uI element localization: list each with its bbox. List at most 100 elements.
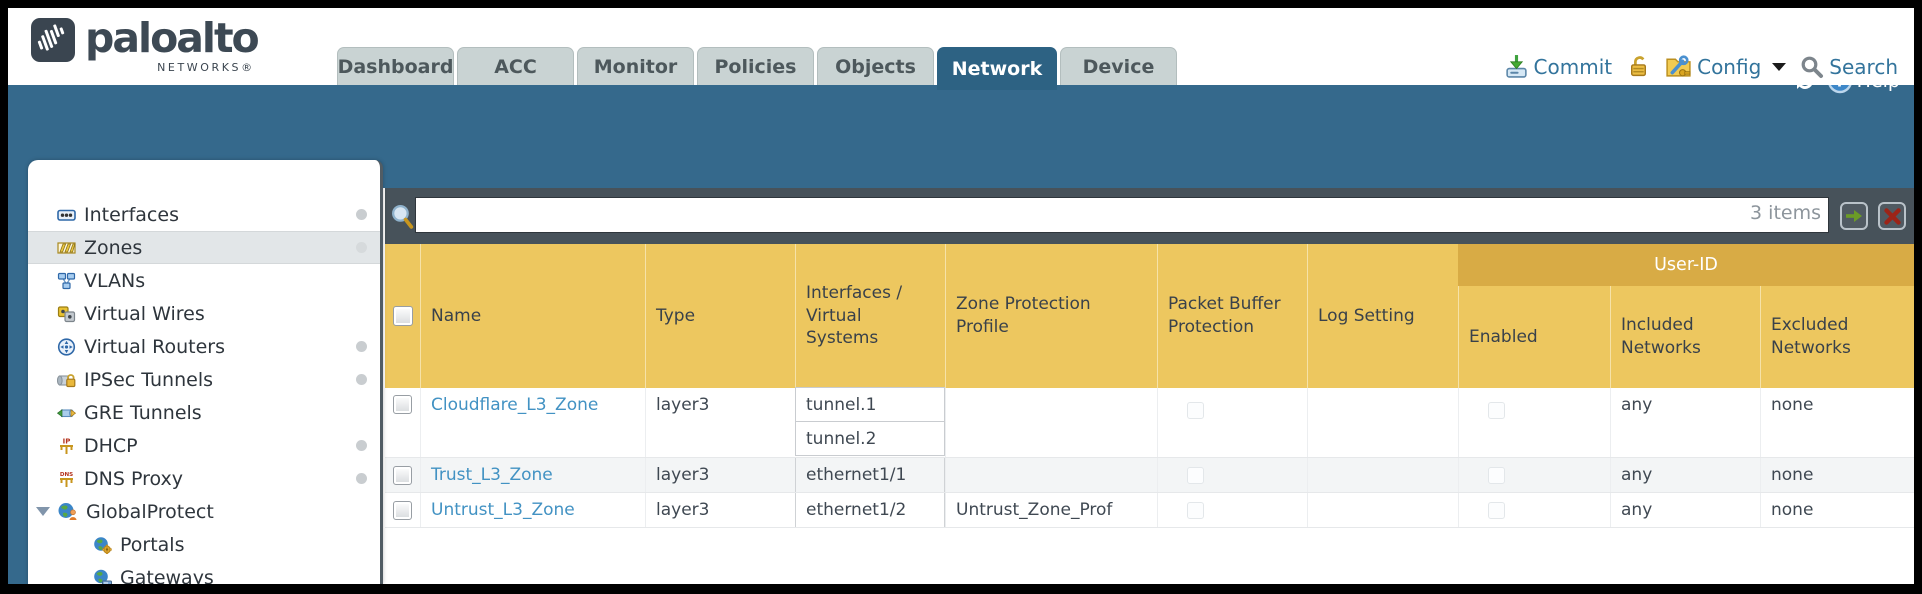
zone-protection-profile-cell [945,458,1157,492]
column-header-type[interactable]: Type [645,244,795,388]
filter-bar: 3 items [385,188,1914,244]
excluded-networks-cell: none [1760,388,1914,457]
sidebar-item-virtual-routers[interactable]: Virtual Routers [28,330,380,363]
column-header-enabled[interactable]: Enabled [1458,286,1610,388]
packet-buffer-checkbox[interactable] [1187,501,1204,519]
row-select-cell [385,493,420,527]
included-networks-cell: any [1610,458,1760,492]
status-dot [356,440,367,451]
sidebar-item-label: VLANs [84,269,146,292]
table-row: Cloudflare_L3_Zone layer3 tunnel.1 tunne… [385,387,1914,458]
red-x-icon [1883,207,1901,225]
logo-text: paloalto NETWORKS® [85,16,260,75]
sidebar-item-label: Virtual Routers [84,335,225,358]
config-icon [1666,55,1691,77]
packet-buffer-protection-cell [1157,388,1307,457]
brand-subtitle: NETWORKS® [157,61,255,75]
virtual-wires-icon [57,305,76,322]
filter-input[interactable] [415,197,1829,233]
column-header-packet-buffer-protection[interactable]: Packet Buffer Protection [1157,244,1307,388]
sidebar-item-label: Gateways [120,566,214,585]
packet-buffer-protection-cell [1157,493,1307,527]
collapse-arrow-icon[interactable] [36,507,50,516]
zone-type-cell: layer3 [645,493,795,527]
sidebar-item-ipsec-tunnels[interactable]: IPSec Tunnels [28,363,380,396]
column-header-interfaces[interactable]: Interfaces / Virtual Systems [795,244,945,388]
tab-monitor[interactable]: Monitor [577,47,694,85]
sidebar-item-label: Zones [84,236,143,259]
enabled-checkbox[interactable] [1488,402,1505,419]
sidebar-item-portals[interactable]: Portals [28,528,380,561]
tab-device[interactable]: Device [1060,47,1177,85]
row-checkbox[interactable] [393,500,412,520]
column-header-zone-protection-profile[interactable]: Zone Protection Profile [945,244,1157,388]
packet-buffer-protection-cell [1157,458,1307,492]
select-all-checkbox[interactable] [392,306,413,326]
column-header-log-setting[interactable]: Log Setting [1307,244,1458,388]
sidebar-item-gateways[interactable]: Gateways [28,561,380,584]
interfaces-cell: ethernet1/1 [795,458,945,492]
gateways-icon [94,569,112,584]
svg-text:IP: IP [63,437,71,445]
teal-left-strip [8,85,28,584]
sidebar-item-zones[interactable]: Zones [28,231,380,264]
column-header-name[interactable]: Name [420,244,645,388]
interfaces-cell: tunnel.1 tunnel.2 [795,387,945,456]
included-networks-cell: any [1610,493,1760,527]
filter-search-icon[interactable] [390,203,415,230]
zone-name-link[interactable]: Cloudflare_L3_Zone [431,395,599,415]
column-header-included-networks[interactable]: Included Networks [1610,286,1760,388]
sidebar-item-label: GRE Tunnels [84,401,202,424]
sidebar-items: Interfaces Zones [28,160,380,584]
tab-objects[interactable]: Objects [817,47,934,85]
sidebar-item-vlans[interactable]: VLANs [28,264,380,297]
enabled-checkbox[interactable] [1488,466,1505,484]
search-icon [1801,56,1824,78]
table-row: Trust_L3_Zone layer3 ethernet1/1 any non… [385,458,1914,493]
column-group-user-id: User-ID [1458,244,1914,286]
packet-buffer-checkbox[interactable] [1187,466,1204,484]
zone-name-link[interactable]: Untrust_L3_Zone [431,500,575,520]
commit-icon [1505,55,1527,78]
commit-button[interactable]: Commit [1504,54,1612,79]
dns-proxy-icon: DNS [60,472,73,487]
row-select-cell [385,388,420,457]
sidebar-item-dhcp[interactable]: IP DHCP [28,429,380,462]
ipsec-tunnels-icon [57,373,76,387]
sidebar-item-label: GlobalProtect [86,500,214,523]
column-header-excluded-networks[interactable]: Excluded Networks [1760,286,1914,388]
main-nav-tabs: Dashboard ACC Monitor Policies Objects N… [337,47,1177,90]
packet-buffer-checkbox[interactable] [1187,402,1204,419]
row-checkbox[interactable] [393,465,412,485]
table-row: Untrust_L3_Zone layer3 ethernet1/2 Untru… [385,493,1914,528]
row-checkbox[interactable] [393,395,412,414]
green-arrow-icon [1846,210,1862,222]
svg-text:DNS: DNS [60,472,73,478]
tab-dashboard[interactable]: Dashboard [337,47,454,85]
tab-acc[interactable]: ACC [457,47,574,85]
sidebar-item-globalprotect[interactable]: GlobalProtect [28,495,380,528]
tab-network[interactable]: Network [937,47,1057,90]
zone-name-link[interactable]: Trust_L3_Zone [431,465,553,485]
search-button[interactable]: Search [1800,55,1898,79]
gre-tunnels-icon [57,408,76,417]
sidebar-item-dns-proxy[interactable]: DNS DNS Proxy [28,462,380,495]
apply-filter-button[interactable] [1840,202,1868,230]
sidebar-item-virtual-wires[interactable]: Virtual Wires [28,297,380,330]
excluded-networks-cell: none [1760,458,1914,492]
log-setting-cell [1307,493,1458,527]
row-select-cell [385,458,420,492]
sidebar-item-label: Interfaces [84,203,179,226]
tab-policies[interactable]: Policies [697,47,814,85]
status-dot [356,473,367,484]
header-actions: Commit Config [1504,54,1898,79]
config-dropdown[interactable]: Config [1665,54,1787,79]
enabled-checkbox[interactable] [1488,501,1505,519]
lock-icon[interactable] [1626,54,1651,79]
sidebar-item-gre-tunnels[interactable]: GRE Tunnels [28,396,380,429]
config-caret-icon [1772,62,1787,71]
clear-filter-button[interactable] [1878,202,1906,230]
sidebar-item-interfaces[interactable]: Interfaces [28,198,380,231]
user-id-enabled-cell [1458,493,1610,527]
